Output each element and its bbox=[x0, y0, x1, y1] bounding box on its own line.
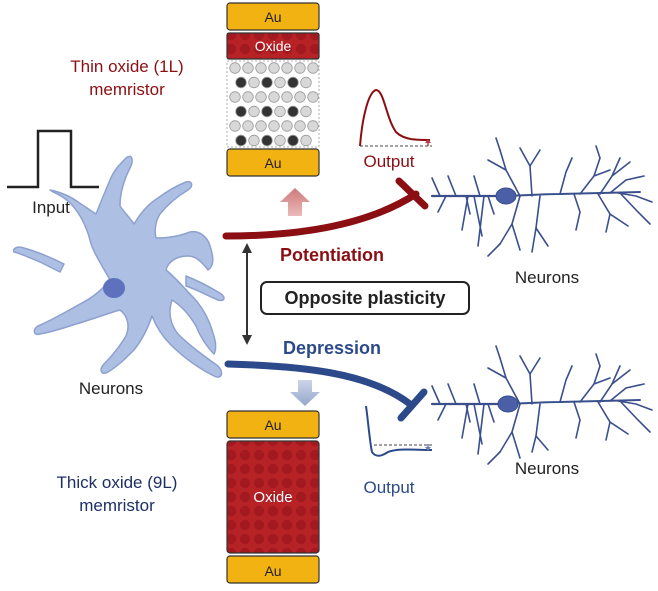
lattice-atom bbox=[300, 134, 312, 147]
lattice-atom bbox=[300, 76, 312, 89]
right-neuron-top bbox=[430, 137, 653, 257]
bottom-top-au-label: Au bbox=[264, 417, 281, 433]
lattice-atom bbox=[287, 105, 299, 118]
lattice-atom bbox=[261, 76, 273, 89]
potentiation-label: Potentiation bbox=[280, 245, 384, 265]
lattice-atom bbox=[281, 91, 293, 103]
bottom-top-au-electrode bbox=[226, 410, 320, 439]
bottom-oxide-label: Oxide bbox=[253, 489, 292, 506]
potentiation-axon bbox=[222, 190, 420, 240]
lattice-atom bbox=[268, 91, 280, 103]
lattice-atom bbox=[261, 105, 273, 118]
lattice-atom bbox=[268, 62, 280, 74]
bottom-bottom-au-label: Au bbox=[264, 563, 281, 579]
lattice-atom bbox=[261, 134, 273, 147]
lattice-atom bbox=[287, 76, 299, 89]
lattice-atom bbox=[300, 105, 312, 118]
lattice-atom bbox=[242, 62, 254, 74]
lattice-atom bbox=[268, 120, 280, 132]
depression-synapse-bar bbox=[397, 388, 428, 422]
top-oxide-layer bbox=[226, 32, 320, 60]
left-neuron-nucleus bbox=[103, 278, 125, 298]
lattice-atom bbox=[229, 91, 241, 103]
lattice-atom bbox=[248, 76, 260, 89]
lattice-atom bbox=[255, 62, 267, 74]
up-arrow-icon bbox=[280, 188, 310, 216]
input-label: Input bbox=[32, 198, 70, 217]
neurons-top-right-label: Neurons bbox=[515, 268, 579, 287]
top-au-label: Au bbox=[264, 9, 281, 25]
input-pulse: Input bbox=[7, 129, 99, 217]
thin-oxide-memristor: Au Oxide Au bbox=[226, 2, 320, 177]
lattice-atom bbox=[281, 120, 293, 132]
thick-oxide-label-line1: Thick oxide (9L) bbox=[57, 473, 178, 492]
thin-oxide-label-line2: memristor bbox=[89, 80, 165, 99]
lattice-atom bbox=[281, 62, 293, 74]
left-neuron bbox=[12, 155, 225, 378]
top-bottom-au-label: Au bbox=[264, 155, 281, 171]
lattice-atom bbox=[248, 105, 260, 118]
output-bottom-label: Output bbox=[363, 478, 414, 497]
bottom-bottom-au-electrode bbox=[226, 555, 320, 584]
lattice-atom bbox=[242, 120, 254, 132]
right-neuron-bottom-soma bbox=[497, 395, 519, 413]
down-arrow-icon bbox=[290, 380, 320, 406]
right-neuron-top-soma bbox=[495, 187, 517, 205]
lattice-atom bbox=[287, 134, 299, 147]
thick-oxide-memristor: Au Oxide Au bbox=[226, 410, 320, 584]
thick-oxide-label-line2: memristor bbox=[79, 496, 155, 515]
top-au-electrode bbox=[226, 2, 320, 31]
top-bottom-au-electrode bbox=[226, 148, 320, 177]
lattice-atom bbox=[235, 105, 247, 118]
lattice-atom bbox=[235, 134, 247, 147]
lattice-atom bbox=[307, 120, 319, 132]
potentiation-synapse-bar bbox=[395, 177, 429, 210]
right-neuron-bottom bbox=[430, 345, 653, 465]
neurons-bottom-right-label: Neurons bbox=[515, 459, 579, 478]
output-top-waveform: Output bbox=[359, 88, 432, 171]
thin-oxide-label-line1: Thin oxide (1L) bbox=[70, 57, 183, 76]
lattice-atom bbox=[229, 62, 241, 74]
neurons-left-label: Neurons bbox=[79, 379, 143, 398]
output-top-label: Output bbox=[363, 152, 414, 171]
lattice-atom bbox=[274, 76, 286, 89]
bottom-oxide-layer bbox=[226, 440, 320, 554]
depression-axon bbox=[224, 360, 414, 408]
top-oxide-label: Oxide bbox=[255, 38, 292, 54]
lattice-atom bbox=[248, 134, 260, 147]
lattice-atom bbox=[255, 91, 267, 103]
lattice-atom bbox=[235, 76, 247, 89]
lattice-atom bbox=[274, 105, 286, 118]
opposite-plasticity-label: Opposite plasticity bbox=[284, 288, 445, 308]
atomic-lattice bbox=[229, 62, 319, 147]
lattice-atom bbox=[229, 120, 241, 132]
lattice-atom bbox=[242, 91, 254, 103]
lattice-atom bbox=[294, 91, 306, 103]
lattice-box bbox=[226, 60, 320, 148]
lattice-atom bbox=[255, 120, 267, 132]
lattice-atom bbox=[274, 134, 286, 147]
lattice-atom bbox=[307, 91, 319, 103]
depression-label: Depression bbox=[283, 338, 381, 358]
lattice-atom bbox=[294, 62, 306, 74]
output-bottom-waveform: Output bbox=[363, 405, 434, 497]
lattice-atom bbox=[294, 120, 306, 132]
lattice-atom bbox=[307, 62, 319, 74]
opposite-plasticity-box bbox=[260, 281, 470, 315]
